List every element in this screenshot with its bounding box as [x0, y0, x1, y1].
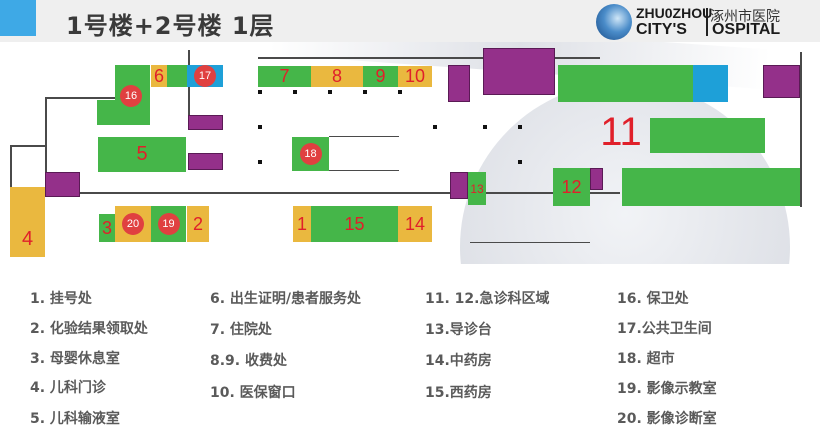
header: 1号楼+2号楼 1层 ZHU0ZHOU CITY'S OSPITAL 涿州市医院	[0, 0, 820, 42]
legend-item: 15.西药房	[425, 385, 492, 401]
restroom-blue	[693, 65, 728, 102]
wall	[45, 97, 115, 99]
wall	[329, 136, 399, 137]
stairs	[763, 65, 800, 98]
stairs	[188, 153, 223, 170]
hospital-logo: ZHU0ZHOU CITY'S OSPITAL 涿州市医院	[596, 4, 816, 40]
legend-item: 8.9. 收费处	[210, 353, 287, 369]
pillar	[293, 90, 297, 94]
room-unlabeled	[167, 65, 187, 87]
room-16-marker: 16	[120, 85, 142, 107]
wall	[800, 52, 802, 207]
pillar	[363, 90, 367, 94]
room-19[interactable]: 19	[151, 206, 186, 242]
logo-line1: ZHU0ZHOU	[636, 5, 713, 21]
legend-item: 16. 保卫处	[617, 291, 689, 307]
logo-line2: CITY'S	[636, 21, 687, 38]
pillar	[483, 125, 487, 129]
room-18[interactable]: 18	[292, 137, 329, 171]
legend-item: 7. 住院处	[210, 322, 272, 338]
room-9[interactable]: 9	[363, 66, 398, 87]
room-6[interactable]: 6	[151, 65, 167, 87]
marker-label: 17	[194, 65, 216, 87]
room-5[interactable]: 5	[98, 137, 186, 172]
legend-item: 13.导诊台	[425, 322, 492, 338]
pillar	[518, 160, 522, 164]
globe-icon	[596, 4, 632, 40]
room-15[interactable]: 15	[311, 206, 398, 242]
legend-item: 5. 儿科输液室	[30, 411, 120, 427]
room-20[interactable]: 20	[115, 206, 151, 242]
wall	[329, 170, 399, 171]
room-12[interactable]: 12	[553, 168, 590, 206]
pillar	[258, 160, 262, 164]
room-3[interactable]: 3	[99, 214, 115, 242]
room-1[interactable]: 1	[293, 206, 311, 242]
room-11-cluster	[650, 118, 765, 153]
legend-item: 3. 母婴休息室	[30, 351, 120, 367]
legend: 1. 挂号处 2. 化验结果领取处 3. 母婴休息室 4. 儿科门诊 5. 儿科…	[0, 282, 820, 445]
pillar	[258, 90, 262, 94]
pillar	[258, 125, 262, 129]
wall	[10, 145, 45, 147]
room-11-label[interactable]: 11	[600, 109, 642, 154]
room-10[interactable]: 10	[398, 66, 432, 87]
room-13[interactable]: 13	[468, 172, 486, 205]
room-4[interactable]: 4	[10, 187, 45, 257]
stairs	[450, 172, 468, 199]
marker-label: 16	[120, 85, 142, 107]
legend-item: 10. 医保窗口	[210, 385, 296, 401]
pillar	[433, 125, 437, 129]
page-title: 1号楼+2号楼 1层	[66, 12, 275, 40]
pillar	[518, 125, 522, 129]
legend-item: 2. 化验结果领取处	[30, 321, 148, 337]
pillar	[398, 90, 402, 94]
legend-item: 18. 超市	[617, 351, 675, 367]
room-7[interactable]: 7	[258, 66, 311, 87]
legend-item: 6. 出生证明/患者服务处	[210, 291, 362, 307]
stairs	[590, 168, 603, 190]
wall	[10, 145, 12, 190]
marker-label: 18	[299, 143, 322, 165]
legend-item: 11. 12.急诊科区域	[425, 291, 550, 307]
room-emergency-north	[558, 65, 693, 102]
wall	[470, 242, 590, 243]
room-emergency-south	[622, 168, 800, 206]
header-accent-tab	[0, 0, 36, 36]
elevator-bank	[483, 48, 555, 95]
stairs	[448, 65, 470, 102]
room-2[interactable]: 2	[187, 206, 209, 242]
room-14[interactable]: 14	[398, 206, 432, 242]
room-8[interactable]: 8	[311, 66, 363, 87]
legend-item: 14.中药房	[425, 353, 492, 369]
marker-label: 20	[122, 213, 144, 235]
wall	[45, 97, 47, 187]
legend-item: 17.公共卫生间	[617, 321, 712, 337]
logo-chinese: 涿州市医院	[710, 9, 780, 25]
floor-plan: 16 6 17 7 8 9 10 5 18 4 3 20 19 2 1 15 1…	[0, 42, 820, 264]
wall	[188, 50, 190, 130]
elevator	[188, 115, 223, 130]
wall	[80, 192, 620, 194]
logo-h-bar	[706, 8, 708, 36]
marker-label: 19	[157, 213, 180, 235]
legend-item: 4. 儿科门诊	[30, 380, 106, 396]
pillar	[328, 90, 332, 94]
legend-item: 1. 挂号处	[30, 291, 92, 307]
wall	[258, 57, 600, 59]
legend-item: 20. 影像诊断室	[617, 411, 717, 427]
room-17[interactable]: 17	[187, 65, 223, 87]
stairs	[45, 172, 80, 197]
legend-item: 19. 影像示教室	[617, 381, 717, 397]
logo-line3: OSPITAL	[712, 21, 781, 38]
